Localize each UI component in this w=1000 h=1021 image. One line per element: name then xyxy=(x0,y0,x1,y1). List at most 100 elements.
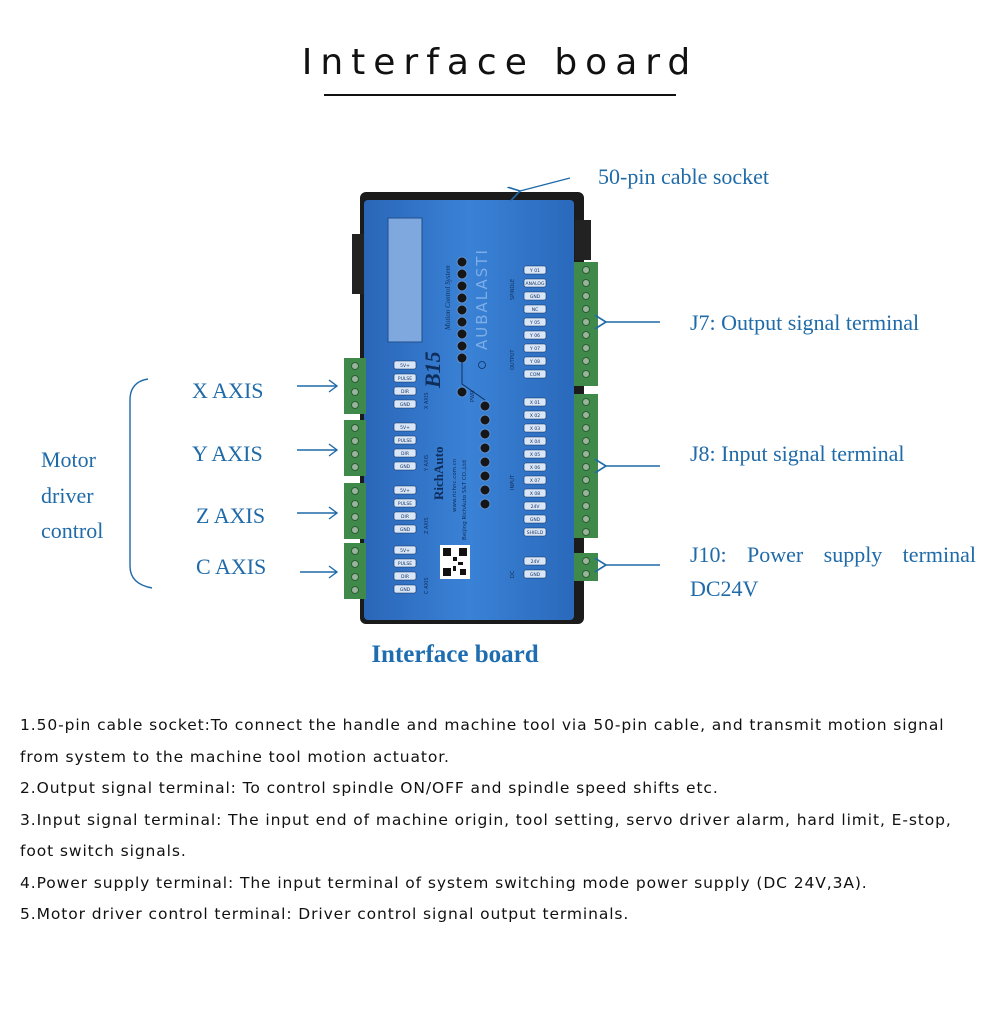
input-pin-label-box xyxy=(523,436,547,446)
axis-pin-label: 5V+ xyxy=(400,425,410,431)
label-driver: driver xyxy=(41,483,94,508)
axis-pin-label: GND xyxy=(400,464,411,470)
spindle-pin-label: GND xyxy=(530,294,541,300)
axis-pin-label-box xyxy=(393,524,417,534)
label-y-axis: Y AXIS xyxy=(192,441,263,466)
note-item: 5.Motor driver control terminal: Driver … xyxy=(20,905,630,923)
output-pin-label-box xyxy=(523,317,547,327)
axis-group-label: X AXIS xyxy=(424,392,430,409)
spindle-group-label: SPINDLE xyxy=(510,279,516,300)
label-motor: Motor xyxy=(41,447,96,472)
display-window xyxy=(387,217,423,343)
registered-mark xyxy=(478,361,486,369)
led-trace xyxy=(461,362,486,401)
output-pin-label-box xyxy=(523,356,547,366)
output-pin-label: COM xyxy=(530,372,541,378)
axis-pin-label: PULSE xyxy=(398,501,412,507)
axis-pin-label-box xyxy=(393,485,417,495)
axis-group-label: C AXIS xyxy=(424,577,430,594)
axis-group-label: Z AXIS xyxy=(424,517,430,534)
output-pin-label: Y 08 xyxy=(529,359,540,365)
label-50pin-socket: 50-pin cable socket xyxy=(598,164,770,189)
label-j7: J7: Output signal terminal xyxy=(690,310,920,335)
note-item: 2.Output signal terminal: To control spi… xyxy=(20,779,719,797)
axis-pin-label-box xyxy=(393,448,417,458)
housing-tab-right xyxy=(575,220,591,260)
spindle-pin-label-box xyxy=(523,291,547,301)
board-company: Beijing RichAuto S&T CO.,Ltd xyxy=(462,460,468,540)
axis-pin-label-box xyxy=(393,360,417,370)
board-brand-mark: AUBALASTI xyxy=(473,248,491,350)
qr-code xyxy=(440,545,470,579)
spindle-pin-label-box xyxy=(523,278,547,288)
label-z-axis: Z AXIS xyxy=(196,503,266,528)
input-group-label: INPUT xyxy=(510,474,516,490)
input-pin-label-box xyxy=(523,488,547,498)
axis-pin-label: DIR xyxy=(401,451,409,457)
dc-pin-label: GND xyxy=(530,572,541,578)
input-pin-label-box xyxy=(523,397,547,407)
output-pin-label-box xyxy=(523,330,547,340)
input-pin-label: X 01 xyxy=(530,400,540,406)
dc-group-label: DC xyxy=(510,570,516,578)
arrowhead-y xyxy=(328,443,339,457)
axis-pin-label: GND xyxy=(400,402,411,408)
input-pin-label: X 02 xyxy=(530,413,540,419)
interface-board-diagram: B15 Motion Control System AUBALASTI Rich… xyxy=(129,177,660,624)
axis-pin-label: GND xyxy=(400,587,411,593)
input-pin-label-box xyxy=(523,423,547,433)
input-pin-label: X 08 xyxy=(530,491,540,497)
input-pin-label-box xyxy=(523,514,547,524)
housing-tab-left xyxy=(352,234,364,294)
motor-group-brace xyxy=(129,378,153,589)
board-subtitle: Motion Control System xyxy=(444,265,452,331)
axis-pin-label: DIR xyxy=(401,574,409,580)
output-pin-label-box xyxy=(523,343,547,353)
output-pin-label: Y 07 xyxy=(529,346,540,352)
output-pin-label: Y 06 xyxy=(529,333,540,339)
input-pin-label: GND xyxy=(530,517,541,523)
input-pin-label: SHIELD xyxy=(527,530,544,536)
arrow-socket xyxy=(520,177,571,191)
diagram-caption: Interface board xyxy=(371,641,539,668)
arrowhead-x xyxy=(328,379,339,393)
input-pin-label-box xyxy=(523,449,547,459)
label-j10-line2: DC24V xyxy=(690,576,759,601)
axis-pin-label: DIR xyxy=(401,389,409,395)
page-title: Interface board xyxy=(301,42,699,83)
label-j10-line1: J10: Power supply terminal xyxy=(690,542,976,567)
axis-pin-label: PULSE xyxy=(398,438,412,444)
notes-list: 1.50-pin cable socket:To connect the han… xyxy=(20,710,985,931)
left-terminals xyxy=(344,358,366,599)
axis-pin-label-box xyxy=(393,571,417,581)
note-item: 4.Power supply terminal: The input termi… xyxy=(20,873,868,892)
arrowhead-c xyxy=(328,565,339,579)
spindle-pin-label: ANALOG xyxy=(526,281,545,287)
output-pin-label-box xyxy=(523,369,547,379)
label-control: control xyxy=(41,518,104,543)
axis-pin-label: 5V+ xyxy=(400,488,410,494)
input-pin-label: X 07 xyxy=(530,478,540,484)
axis-pin-label: DIR xyxy=(401,514,409,520)
board-pwr-label: PWR xyxy=(470,390,476,402)
axis-pin-label-box xyxy=(393,399,417,409)
axis-pin-label-box xyxy=(393,435,417,445)
input-pin-label-box xyxy=(523,475,547,485)
right-terminal-screws xyxy=(582,266,590,578)
axis-pin-label-box xyxy=(393,511,417,521)
note-item: 3.Input signal terminal: The input end o… xyxy=(20,810,952,861)
input-pin-label-box xyxy=(523,527,547,537)
axis-pin-label-box xyxy=(393,584,417,594)
input-pin-label: X 06 xyxy=(530,465,540,471)
arrowhead-z xyxy=(328,506,339,520)
input-pin-label: X 04 xyxy=(530,439,540,445)
output-pin-label: Y 05 xyxy=(529,320,540,326)
axis-pin-label: GND xyxy=(400,527,411,533)
axis-pin-label-box xyxy=(393,386,417,396)
input-pin-label: 24V xyxy=(531,504,541,510)
title-underline xyxy=(324,94,676,96)
label-j8: J8: Input signal terminal xyxy=(690,441,905,466)
left-terminal-screws xyxy=(351,362,359,594)
input-pin-label: X 03 xyxy=(530,426,540,432)
board-model: B15 xyxy=(420,351,445,389)
